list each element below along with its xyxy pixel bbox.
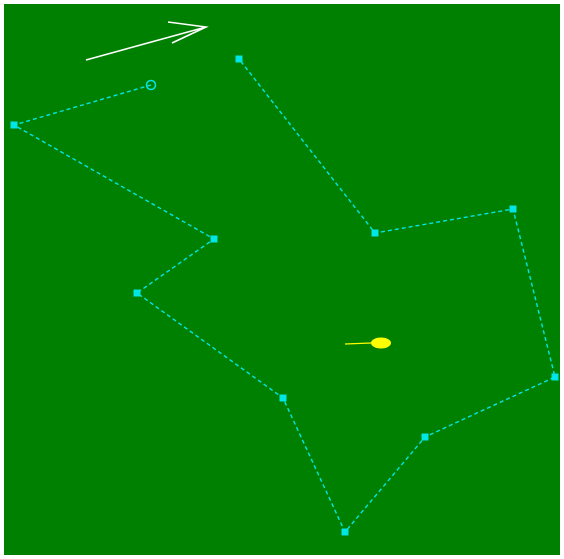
waypoint[interactable]: [422, 434, 429, 441]
playing-field[interactable]: [4, 4, 560, 555]
field-canvas[interactable]: [4, 4, 560, 555]
shot-path: [14, 59, 555, 532]
waypoint[interactable]: [342, 529, 349, 536]
ball: [371, 338, 391, 349]
waypoint[interactable]: [11, 122, 18, 129]
waypoint[interactable]: [372, 230, 379, 237]
wind-arrow-icon: [86, 22, 206, 60]
waypoints: [11, 56, 559, 536]
path-segment: [14, 59, 555, 532]
waypoint[interactable]: [280, 395, 287, 402]
waypoint[interactable]: [236, 56, 243, 63]
ball-icon[interactable]: [345, 338, 391, 349]
waypoint[interactable]: [510, 206, 517, 213]
waypoint[interactable]: [134, 290, 141, 297]
ball-trail: [345, 343, 371, 344]
waypoint[interactable]: [552, 374, 559, 381]
waypoint[interactable]: [211, 236, 218, 243]
